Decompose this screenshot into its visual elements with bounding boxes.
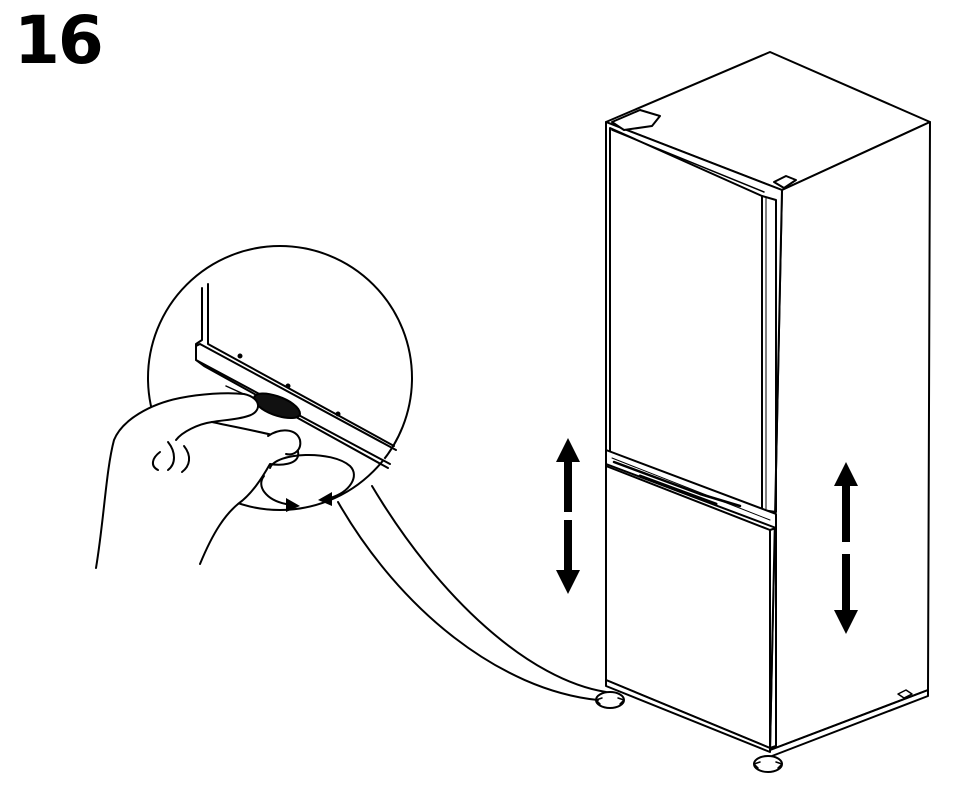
adjustable-foot-front-left xyxy=(595,691,625,709)
detail-fridge-corner xyxy=(195,283,397,469)
adjustable-foot-front-right xyxy=(753,755,783,773)
step-number: 16 xyxy=(14,2,104,79)
up-down-arrow-right xyxy=(834,462,858,634)
refrigerator xyxy=(605,51,931,757)
rotate-arrows-icon xyxy=(260,454,355,512)
up-down-arrow-left xyxy=(556,438,580,594)
hand-icon xyxy=(95,392,302,569)
